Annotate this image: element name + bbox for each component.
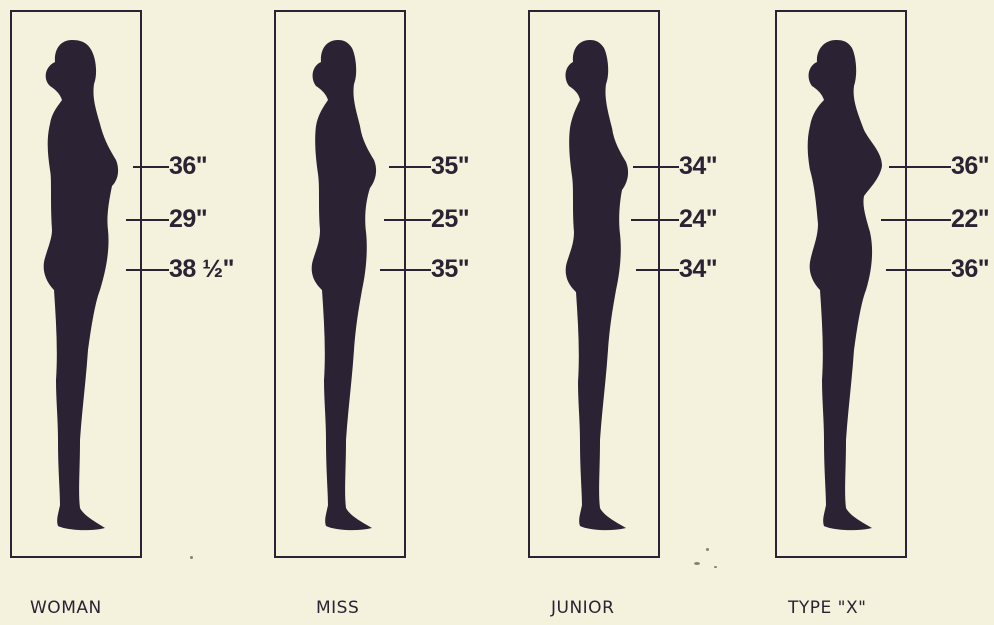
figure-panel-type-x bbox=[775, 10, 907, 558]
caption-junior: JUNIOR bbox=[551, 598, 614, 618]
caption-woman: WOMAN bbox=[30, 598, 102, 618]
caption-miss: MISS bbox=[316, 598, 359, 618]
print-speck bbox=[706, 548, 709, 551]
print-speck bbox=[714, 566, 717, 568]
figure-panel-miss bbox=[274, 10, 406, 558]
caption-type-x: TYPE "X" bbox=[788, 598, 866, 618]
print-speck bbox=[694, 562, 700, 565]
figure-panel-woman bbox=[10, 10, 142, 558]
print-speck bbox=[190, 556, 193, 559]
figure-panel-junior bbox=[528, 10, 660, 558]
